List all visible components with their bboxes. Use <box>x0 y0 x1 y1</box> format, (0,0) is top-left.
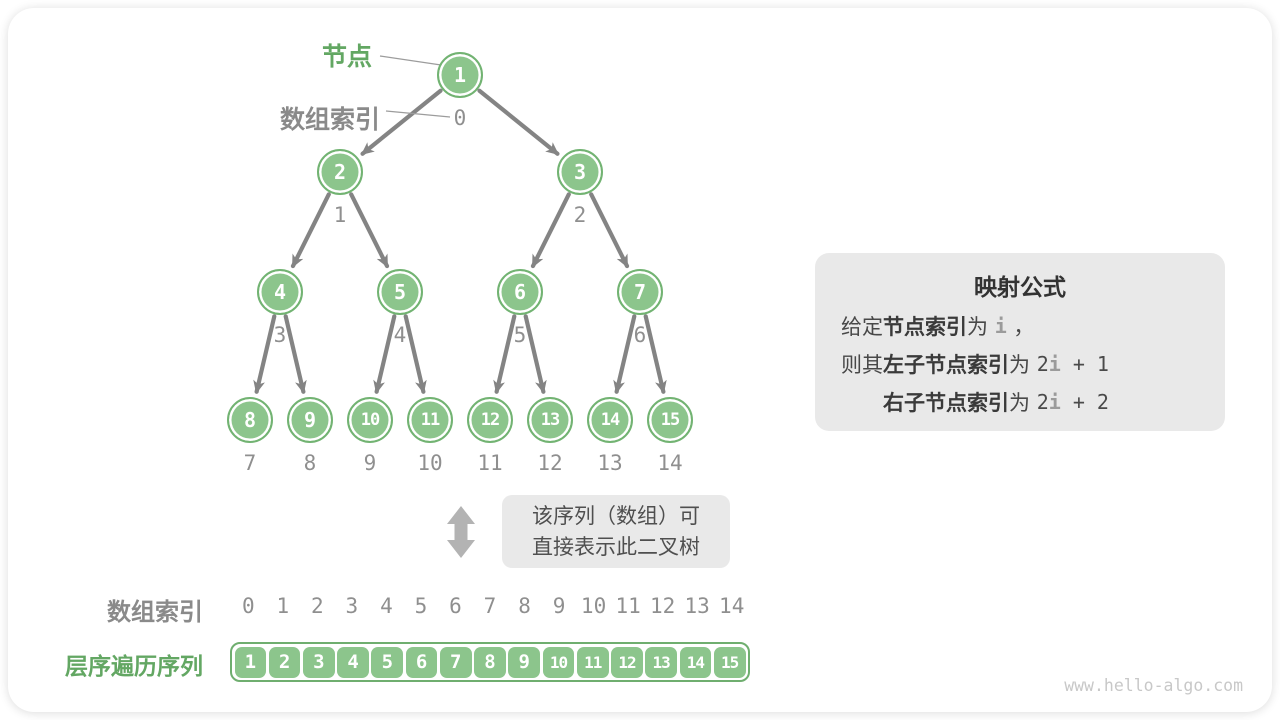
tree-node-index: 1 <box>333 203 347 227</box>
array-index-cell: 5 <box>414 594 428 618</box>
array-index-cell: 8 <box>518 594 531 618</box>
array-index-cell: 4 <box>380 594 393 618</box>
formula-title: 映射公式 <box>974 275 1066 301</box>
tree-node-index: 12 <box>537 451 563 475</box>
array-index-cell: 11 <box>615 594 641 618</box>
array-index-cell: 14 <box>719 594 745 618</box>
label-pointer-lines <box>379 55 451 118</box>
array-value-tile: 7 <box>439 646 472 678</box>
array-index-cell: 12 <box>649 594 676 618</box>
array-value-tile: 8 <box>474 646 506 678</box>
tree-node: 14 <box>587 397 633 443</box>
tree-node-index: 10 <box>417 451 443 475</box>
array-value-tile: 9 <box>508 646 541 678</box>
tree-node: 10 <box>347 397 393 443</box>
array-value-tile: 6 <box>405 646 438 678</box>
tree-node-index: 5 <box>513 323 527 347</box>
double-arrow-icon <box>447 506 475 558</box>
array-value-tile: 14 <box>679 646 712 678</box>
tree-node-index: 2 <box>573 203 587 227</box>
sequence-note-line: 该序列（数组）可 <box>532 503 700 528</box>
array-value-tile: 10 <box>542 646 575 678</box>
bottom-array-index-label: 数组索引 <box>107 598 203 626</box>
tree-node-index: 4 <box>393 323 407 347</box>
tree-node-index: 9 <box>363 451 377 475</box>
array-value-tile: 1 <box>234 646 267 678</box>
sequence-note-line: 直接表示此二叉树 <box>532 534 700 559</box>
tree-node-index: 13 <box>597 451 623 475</box>
array-value-tile: 15 <box>713 646 746 678</box>
tree-node: 1 <box>437 52 483 98</box>
sequence-note-box: 该序列（数组）可 直接表示此二叉树 <box>502 495 730 568</box>
array-value-tile: 4 <box>337 646 369 678</box>
tree-node: 6 <box>497 269 543 315</box>
tree-node: 15 <box>647 397 693 443</box>
tree-node: 5 <box>377 269 423 315</box>
array-value-tile: 3 <box>302 646 335 678</box>
edge-arrows <box>253 88 667 394</box>
tree-node: 7 <box>617 269 663 315</box>
array-index-cell: 1 <box>276 594 290 618</box>
tree-node-index: 6 <box>633 323 647 347</box>
tree-node: 12 <box>467 397 513 443</box>
tree-node: 9 <box>287 397 333 443</box>
array-index-cell: 6 <box>449 594 462 618</box>
tree-node-index: 3 <box>273 323 287 347</box>
tree-node: 3 <box>557 149 603 195</box>
array-index-cell: 2 <box>311 594 324 618</box>
tree-node-index: 8 <box>303 451 317 475</box>
tree-node-index: 14 <box>657 451 683 475</box>
array-value-tile: 2 <box>268 646 301 678</box>
tree-node: 8 <box>227 397 273 443</box>
tree-node-index: 11 <box>477 451 503 475</box>
array-value-tile: 11 <box>576 646 609 678</box>
watermark: www.hello-algo.com <box>1064 676 1243 695</box>
array-value-tile: 13 <box>645 646 678 678</box>
tree-node-index: 7 <box>243 451 257 475</box>
level-order-sequence-label: 层序遍历序列 <box>65 654 203 680</box>
array-index-cell: 10 <box>580 594 607 618</box>
array-index-cell: 0 <box>241 594 255 618</box>
array-index-cell: 7 <box>483 594 497 618</box>
array-value-tile: 5 <box>371 646 404 678</box>
formula-line: 给定节点索引为 i ， <box>841 314 1035 339</box>
array-index-cell: 13 <box>684 594 710 618</box>
tree-node-index: 0 <box>453 106 467 130</box>
array-index-callout-label: 数组索引 <box>279 105 380 134</box>
tree-node: 4 <box>257 269 303 315</box>
tree-node: 2 <box>317 149 363 195</box>
array-index-cell: 3 <box>345 594 359 618</box>
array-index-cell: 9 <box>552 594 566 618</box>
tree-node: 13 <box>527 397 573 443</box>
array-value-tile: 12 <box>611 646 643 678</box>
node-callout-label: 节点 <box>321 42 372 71</box>
tree-node: 11 <box>407 397 453 443</box>
